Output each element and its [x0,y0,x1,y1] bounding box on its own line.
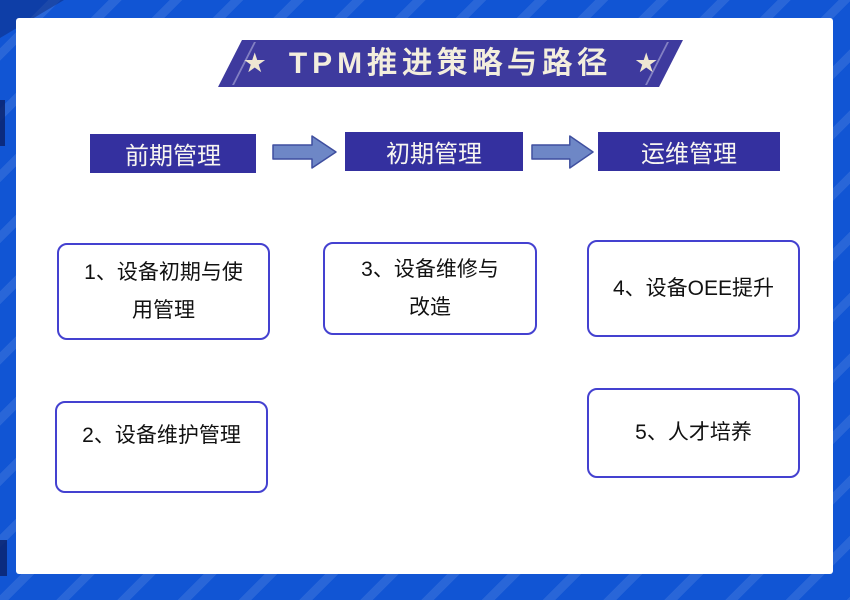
item-box-equipment-oee: 4、设备OEE提升 [587,240,800,337]
background-edge-accent [0,540,7,576]
stage-box-initial-management: 初期管理 [345,132,523,171]
item-text-line: 1、设备初期与使 [84,260,243,284]
item-box-equipment-maintenance: 2、设备维护管理 [55,401,268,493]
item-box-equipment-repair-retrofit: 3、设备维修与 改造 [323,242,537,335]
flow-arrow-icon [272,134,338,170]
item-text-line: 改造 [409,295,451,319]
item-box-equipment-initial-use: 1、设备初期与使 用管理 [57,243,270,340]
item-text-line: 2、设备维护管理 [82,424,241,447]
stage-box-operations-management: 运维管理 [598,132,780,171]
title-banner: ★ TPM推进策略与路径 ★ [230,40,671,87]
stage-label: 运维管理 [641,141,737,168]
stage-label: 前期管理 [125,143,221,170]
item-text-line: 3、设备维修与 [361,257,499,281]
star-icon: ★ [242,48,267,78]
item-box-talent-training: 5、人才培养 [587,388,800,478]
star-icon: ★ [634,48,659,78]
stage-box-early-management: 前期管理 [90,134,256,173]
stage-label: 初期管理 [386,141,482,168]
item-text-line: 5、人才培养 [635,421,752,445]
background-edge-accent [0,100,5,146]
flow-arrow-icon [531,134,595,170]
item-text-line: 用管理 [132,298,195,322]
page-title: TPM推进策略与路径 [288,46,613,80]
item-text-line: 4、设备OEE提升 [612,276,775,300]
